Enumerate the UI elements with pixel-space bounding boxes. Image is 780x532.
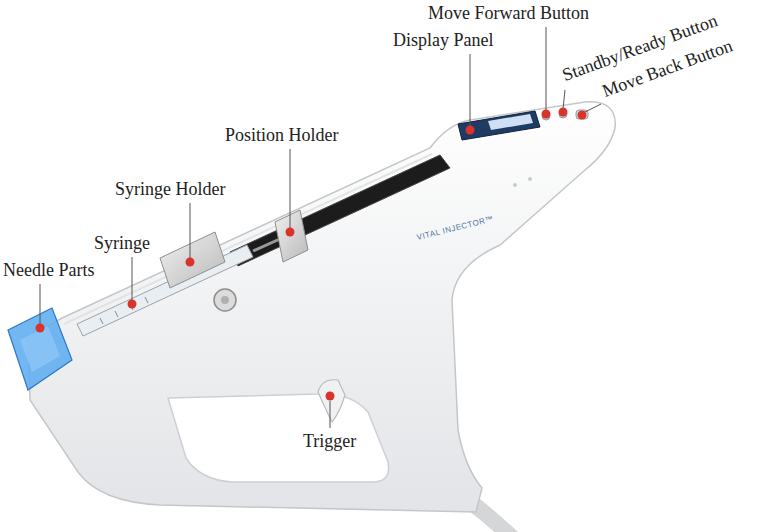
leader-line — [470, 54, 471, 126]
holder-knob-center — [221, 296, 229, 304]
grip-opening — [168, 394, 389, 482]
position-holder-part — [275, 210, 308, 262]
callout-dot — [36, 324, 45, 333]
syringe-mark — [100, 318, 103, 324]
callout-dot — [466, 126, 475, 135]
callout-dot — [326, 392, 335, 401]
part-label: Needle Parts — [3, 261, 94, 279]
label-holder: Position Holder — [225, 126, 339, 144]
screw-dot — [528, 177, 532, 181]
display-screen — [488, 114, 533, 130]
leader-line — [546, 27, 547, 110]
syringe-holder-part — [160, 232, 225, 288]
callout-dot — [186, 258, 195, 267]
needle-part-face — [20, 326, 60, 372]
leader-line — [40, 284, 41, 324]
label-holder: Display Panel — [393, 31, 494, 49]
callout-dot — [578, 111, 587, 120]
label-holder: VITAL INJECTOR™ — [416, 215, 495, 242]
callout-dot — [542, 110, 551, 119]
label-holder: Syringe Holder — [115, 180, 225, 198]
gun-body — [28, 102, 615, 512]
part-label: Trigger — [303, 432, 356, 450]
part-label: Move Forward Button — [428, 4, 589, 22]
leader-lines — [40, 27, 601, 428]
part-label: Syringe Holder — [115, 180, 225, 198]
plunger-slot — [230, 155, 450, 266]
part-label: Syringe — [94, 234, 150, 252]
plunger-rod — [253, 238, 282, 251]
leader-line — [583, 104, 601, 113]
callout-dot — [286, 228, 295, 237]
callout-dot — [559, 108, 568, 117]
leader-line — [190, 203, 191, 258]
label-holder: Syringe — [94, 234, 150, 252]
label-holder: Needle Parts — [3, 261, 94, 279]
callout-dots — [36, 108, 587, 401]
part-label: Display Panel — [393, 31, 494, 49]
leader-line — [563, 90, 565, 109]
screw-dot — [513, 183, 517, 187]
body-rim — [64, 154, 432, 324]
leader-line — [132, 257, 133, 300]
label-holder: Trigger — [303, 432, 356, 450]
holder-knob — [214, 289, 236, 311]
trigger-part — [318, 380, 345, 422]
leader-line — [330, 401, 331, 428]
leader-line — [290, 149, 291, 228]
brand-text: VITAL INJECTOR™ — [416, 215, 495, 242]
label-holder: Move Forward Button — [428, 4, 589, 22]
syringe-mark — [145, 297, 148, 303]
part-label: Position Holder — [225, 126, 339, 144]
syringe-mark — [115, 311, 118, 317]
callout-dot — [128, 300, 137, 309]
